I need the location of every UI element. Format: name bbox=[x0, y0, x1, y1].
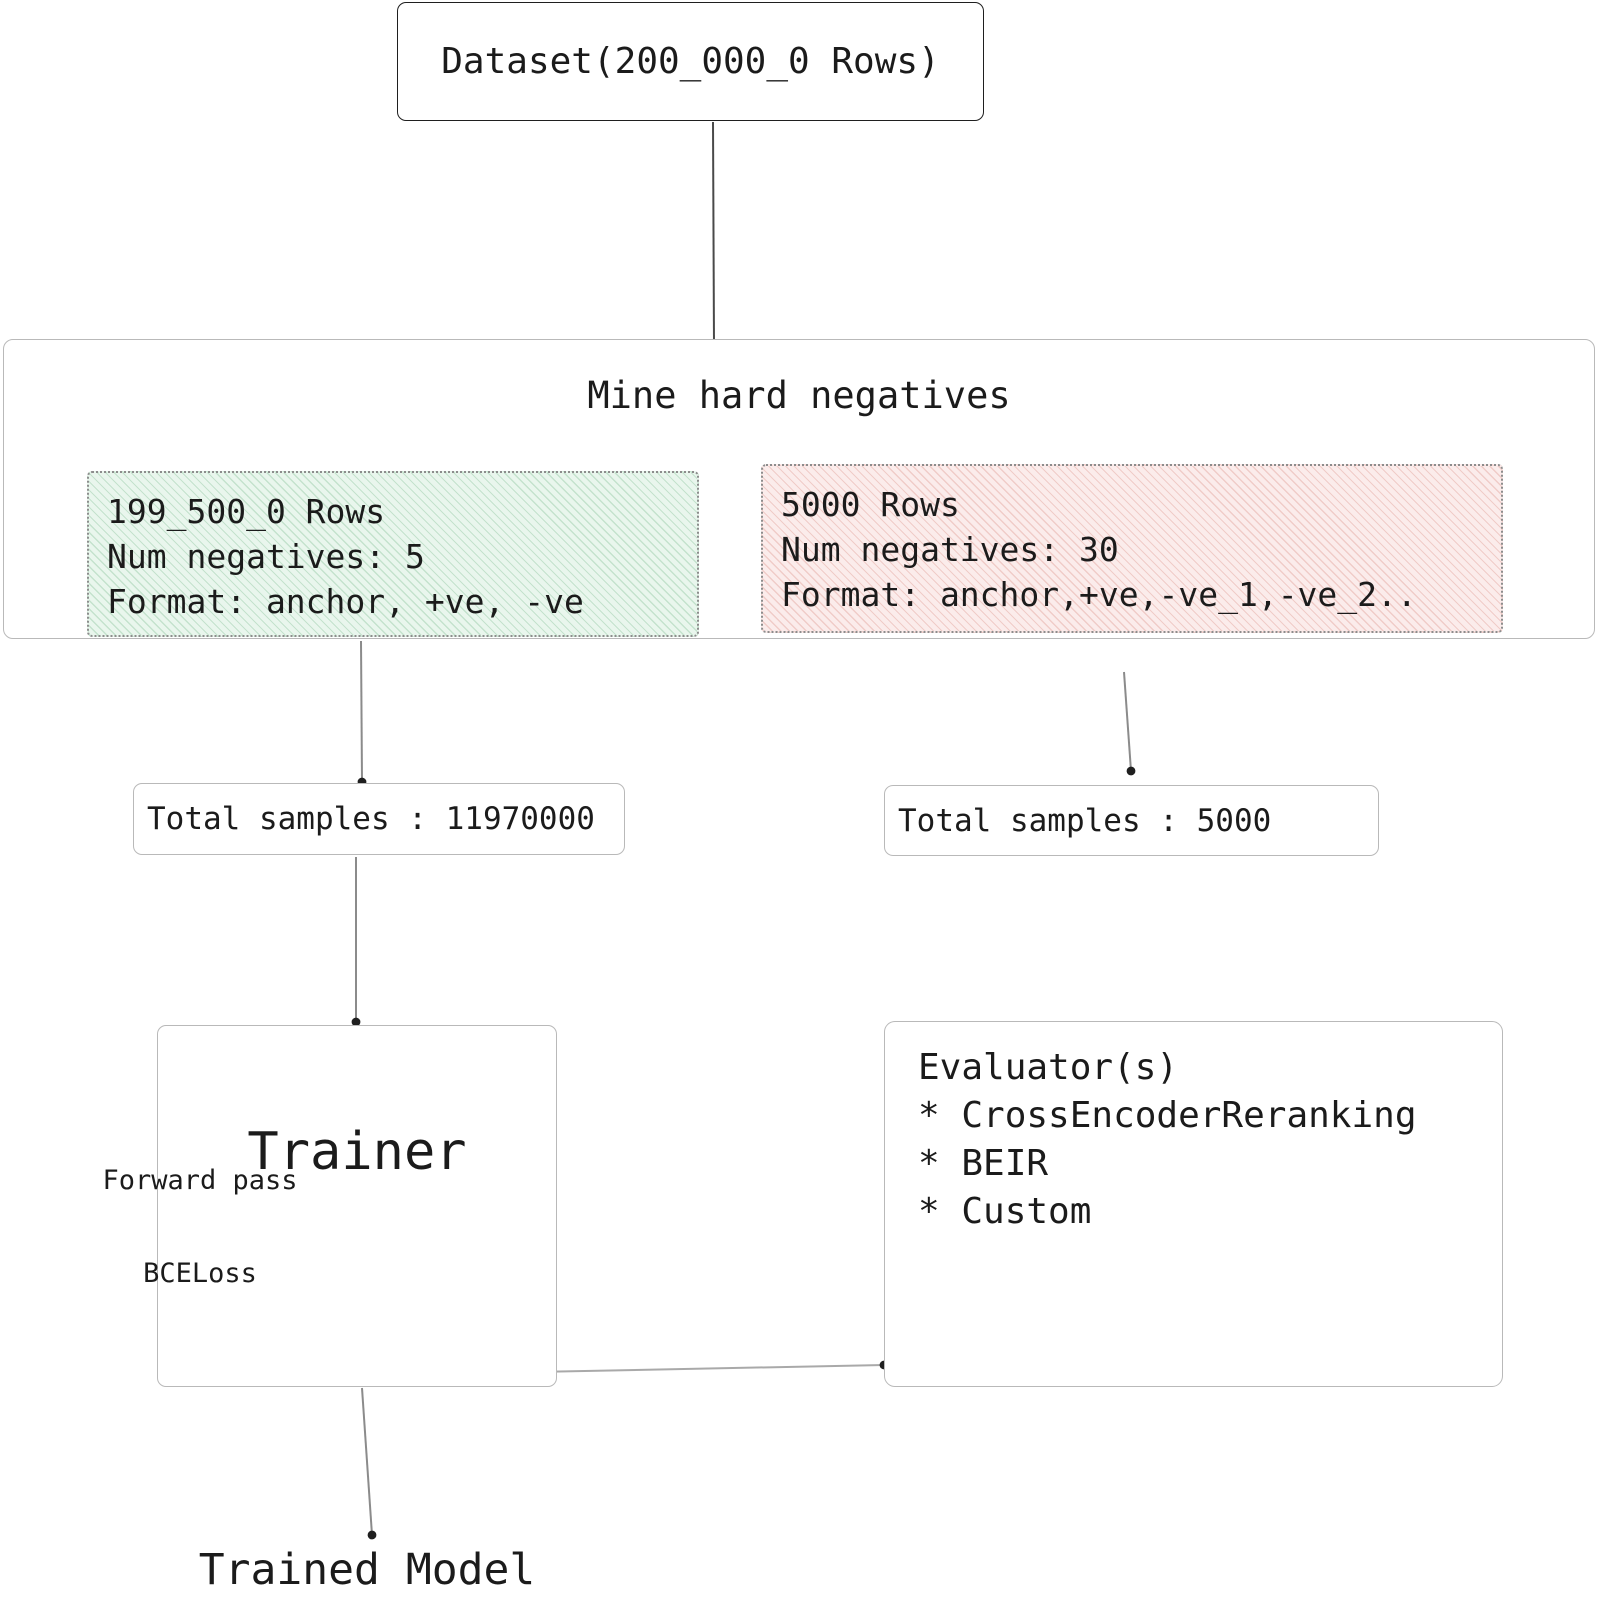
evaluator-title: Evaluator(s) bbox=[918, 1047, 1179, 1088]
node-mine-hard-negatives-title: Mine hard negatives bbox=[587, 374, 1011, 417]
node-total-samples-eval-label: Total samples : 5000 bbox=[898, 802, 1272, 839]
eval-split-rows: 5000 Rows bbox=[781, 485, 960, 524]
node-dataset-label: Dataset(200_000_0 Rows) bbox=[441, 41, 940, 82]
train-split-box[interactable]: 199_500_0 Rows Num negatives: 5 Format: … bbox=[87, 471, 699, 637]
eval-split-box[interactable]: 5000 Rows Num negatives: 30 Format: anch… bbox=[761, 464, 1503, 633]
trainer-loss-label: BCELoss bbox=[143, 1258, 257, 1289]
edge-evalsplit-to-totaleval bbox=[1123, 671, 1136, 776]
evaluator-item-cross-encoder-reranking: * CrossEncoderReranking bbox=[918, 1095, 1417, 1136]
node-trainer-title: Trainer bbox=[247, 1122, 467, 1182]
edge-trainsplit-to-totaltrain bbox=[357, 640, 367, 787]
train-split-format: Format: anchor, +ve, -ve bbox=[107, 582, 584, 621]
evaluator-item-beir: * BEIR bbox=[918, 1143, 1049, 1184]
edge-trainer-to-trained-model bbox=[361, 1387, 377, 1540]
node-trainer[interactable]: Trainer bbox=[157, 1025, 557, 1387]
eval-split-format: Format: anchor,+ve,-ve_1,-ve_2.. bbox=[781, 575, 1417, 614]
train-split-num-negatives: Num negatives: 5 bbox=[107, 537, 425, 576]
node-total-samples-train-label: Total samples : 11970000 bbox=[147, 801, 595, 837]
node-trained-model: Trained Model bbox=[198, 1545, 536, 1595]
evaluator-item-custom: * Custom bbox=[918, 1191, 1092, 1232]
train-split-rows: 199_500_0 Rows bbox=[107, 492, 386, 531]
node-dataset[interactable]: Dataset(200_000_0 Rows) bbox=[397, 2, 984, 121]
trainer-forward-pass-label: Forward pass bbox=[102, 1165, 298, 1196]
edge-dataset-to-mine bbox=[709, 121, 719, 350]
node-total-samples-eval[interactable]: Total samples : 5000 bbox=[884, 785, 1379, 856]
evaluator-content: Evaluator(s) * CrossEncoderReranking * B… bbox=[918, 1044, 1518, 1236]
node-evaluator[interactable] bbox=[884, 1021, 1503, 1387]
eval-split-num-negatives: Num negatives: 30 bbox=[781, 530, 1119, 569]
node-total-samples-train[interactable]: Total samples : 11970000 bbox=[133, 783, 625, 855]
